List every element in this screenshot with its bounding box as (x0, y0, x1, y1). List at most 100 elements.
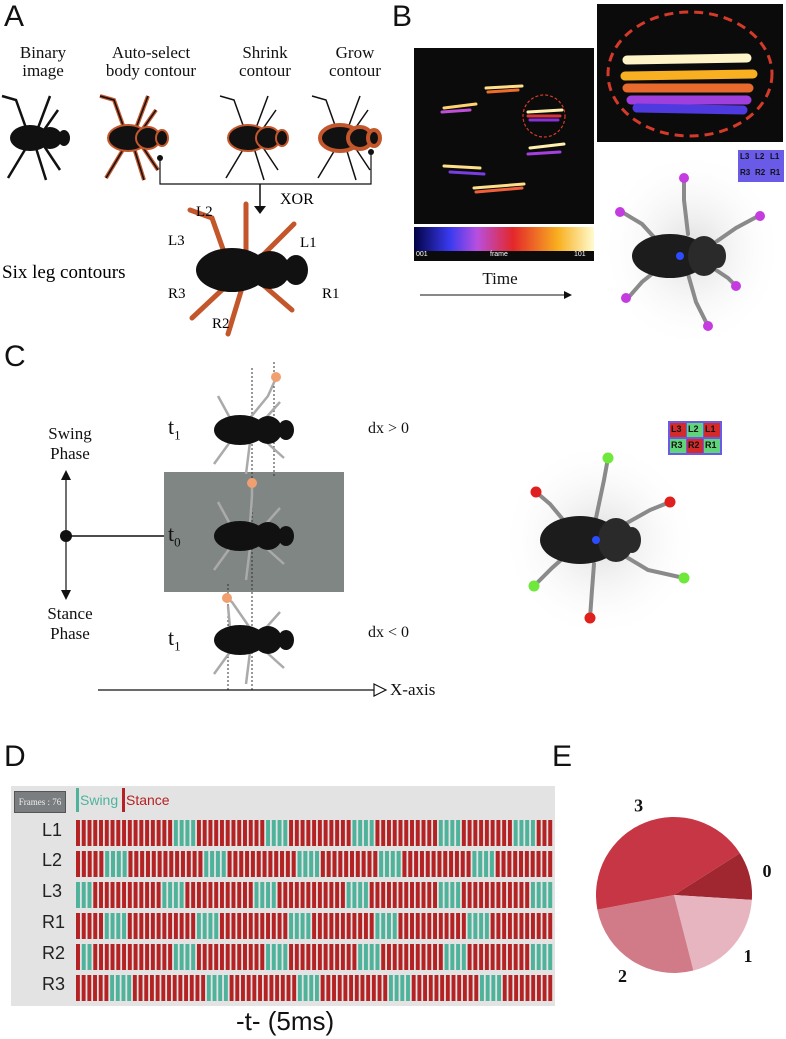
gantt-cell (437, 851, 442, 877)
gantt-cell (530, 882, 535, 908)
gantt-cell (497, 975, 501, 1001)
gantt-cell (289, 913, 294, 939)
gantt-cell (536, 913, 541, 939)
colorbar-min: 001 (416, 251, 428, 258)
gantt-cell (156, 913, 161, 939)
gantt-cell (289, 944, 294, 970)
gantt-cell (317, 944, 322, 970)
gantt-cell (346, 820, 351, 846)
t0-label: t0 (168, 521, 181, 550)
swing-phase-label: Swing Phase (48, 424, 92, 463)
gantt-cell (196, 820, 201, 846)
legend-b-r2: R2 (755, 168, 766, 177)
gantt-cell (352, 944, 357, 970)
gantt-cell (491, 975, 496, 1001)
gantt-cell (519, 820, 524, 846)
gantt-cell (208, 820, 213, 846)
gantt-cell (428, 975, 433, 1001)
gantt-cell (404, 820, 409, 846)
gantt-cell (358, 913, 363, 939)
gantt-cell (283, 882, 288, 908)
gantt-cell (127, 820, 132, 846)
gantt-cell (530, 913, 535, 939)
binary-fly-icon (1, 94, 70, 181)
gantt-cell (438, 944, 443, 970)
gantt-cell (140, 851, 145, 877)
pie-slice-1 (674, 895, 752, 971)
gantt-cell (375, 882, 380, 908)
gantt-cell (507, 851, 512, 877)
gantt-cell (454, 851, 459, 877)
gantt-cell (168, 913, 173, 939)
gantt-cell (363, 820, 368, 846)
gantt-cell (467, 882, 472, 908)
gantt-cell (186, 851, 191, 877)
gantt-cell (451, 975, 456, 1001)
gantt-cell (354, 975, 359, 1001)
gantt-cell (536, 851, 541, 877)
gantt-cell (404, 882, 409, 908)
gantt-cell (513, 820, 518, 846)
pie-label-1: 1 (743, 946, 752, 966)
gantt-cell (99, 851, 104, 877)
gantt-cell (536, 820, 541, 846)
swing-legend-label: Swing (80, 792, 119, 808)
gantt-cell (162, 944, 167, 970)
gantt-cell (122, 851, 127, 877)
gantt-cell (303, 851, 308, 877)
gantt-cell (404, 944, 409, 970)
gantt-cell (139, 820, 144, 846)
step-shrink: Shrink contour (239, 43, 291, 80)
gantt-cell (502, 975, 507, 1001)
gantt-cell (329, 944, 334, 970)
gantt-cell (375, 820, 380, 846)
gantt-cell (104, 882, 109, 908)
gantt-cell (438, 820, 443, 846)
gantt-cell (105, 851, 110, 877)
gantt-cell (335, 882, 340, 908)
gantt-cell (233, 851, 238, 877)
gantt-cell (175, 851, 180, 877)
gantt-cell (335, 820, 340, 846)
gantt-cell (358, 882, 363, 908)
gantt-cell (185, 820, 190, 846)
gantt-cell (184, 975, 189, 1001)
gantt-cell (461, 913, 466, 939)
gantt-cell (466, 851, 471, 877)
gantt-cell (76, 882, 80, 908)
gantt-cell (352, 913, 357, 939)
gantt-cell (444, 882, 449, 908)
gantt-cell (150, 944, 155, 970)
gantt-cell (386, 913, 391, 939)
gantt-cell (291, 851, 296, 877)
gantt-cell (81, 975, 86, 1001)
gantt-cell (433, 913, 438, 939)
gantt-cell (377, 975, 382, 1001)
gantt-cell (283, 913, 288, 939)
gantt-cell (139, 944, 144, 970)
gantt-cell (525, 975, 530, 1001)
gantt-cell (162, 913, 167, 939)
gantt-cell (340, 913, 345, 939)
legend-b-l1: L1 (770, 152, 780, 161)
six-leg-contours-label: Six leg contours (2, 262, 126, 283)
gantt-cell (548, 851, 553, 877)
gantt-cell (300, 944, 305, 970)
gantt-cell (525, 944, 530, 970)
gantt-cell (479, 820, 484, 846)
gantt-cell (542, 851, 547, 877)
gantt-cell (260, 944, 265, 970)
colorbar-mid: frame (490, 251, 508, 258)
gantt-cell (237, 913, 242, 939)
stance-phase-label: Stance Phase (47, 604, 93, 643)
gantt-cell (490, 913, 495, 939)
gantt-cell (323, 882, 328, 908)
step-binary-image: Binary image (19, 43, 67, 80)
gantt-cell (81, 851, 86, 877)
gantt-cell (110, 882, 115, 908)
gantt-cell (349, 851, 355, 877)
gantt-cell (536, 975, 541, 1001)
gantt-cell (369, 913, 374, 939)
gantt-cell (243, 913, 247, 939)
gantt-cell (408, 851, 413, 877)
